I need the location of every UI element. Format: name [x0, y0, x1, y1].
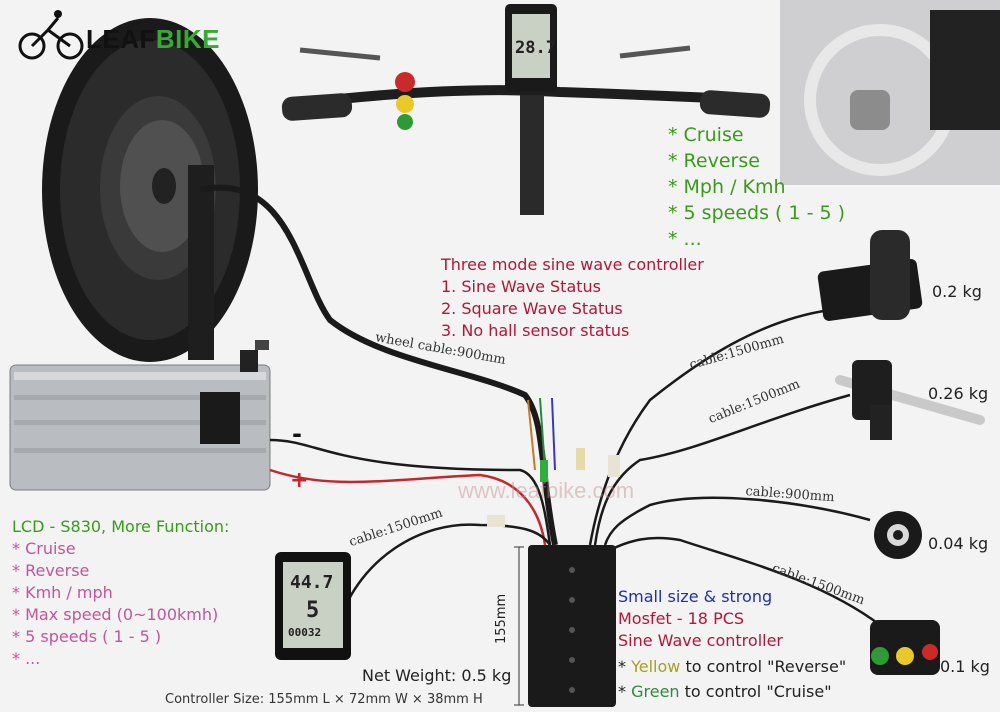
- control-switch: [870, 620, 940, 675]
- feature-item: * Cruise: [668, 124, 744, 146]
- controller-modes: Three mode sine wave controller 1. Sine …: [441, 254, 704, 342]
- controller-mode-item: 3. No hall sensor status: [441, 321, 630, 340]
- display-bottom-odo: 00032: [288, 626, 322, 639]
- feature-item: * Reverse: [668, 150, 760, 172]
- controller-info: Small size & strong Mosfet - 18 PCS Sine…: [618, 586, 783, 652]
- green-note-prefix: *: [618, 682, 632, 701]
- lcd-feature-item: * 5 speeds ( 1 - 5 ): [12, 627, 162, 646]
- controller-modes-title: Three mode sine wave controller: [441, 255, 704, 274]
- motor-stand: [188, 165, 214, 360]
- logo-part-2: BIKE: [155, 24, 221, 54]
- green-note: * Green to control "Cruise": [618, 682, 832, 701]
- display-bottom-speed: 44.7: [290, 572, 334, 593]
- green-note-rest: to control "Cruise": [679, 682, 832, 701]
- lcd-feature-item: * Reverse: [12, 561, 90, 580]
- throttle-weight: 0.2 kg: [932, 282, 982, 301]
- controller-box: [528, 545, 616, 707]
- display-top-speed: 28.7: [515, 38, 556, 58]
- bike-photo: [780, 0, 1000, 185]
- feature-item: * 5 speeds ( 1 - 5 ): [668, 202, 846, 224]
- logo-rider-icon: [18, 10, 84, 60]
- controller-mode-item: 2. Square Wave Status: [441, 299, 623, 318]
- controller-info-line1: Small size & strong: [618, 587, 773, 606]
- controller-info-line3: Sine Wave controller: [618, 631, 783, 650]
- display-bottom-gear: 5: [306, 598, 320, 623]
- yellow-note-rest: to control "Reverse": [680, 657, 847, 676]
- logo-wordmark: LEAFBIKE: [86, 24, 220, 55]
- battery-minus-label: -: [292, 420, 302, 448]
- lcd-features-title: LCD - S830, More Function:: [12, 517, 230, 536]
- lcd-feature-item: * Cruise: [12, 539, 76, 558]
- brake-lever: [835, 360, 985, 440]
- watermark-text: www.leafbike.com: [458, 478, 635, 503]
- pas-sensor: [874, 511, 922, 559]
- yellow-note: * Yellow to control "Reverse": [618, 657, 846, 676]
- battery-plus-label: +: [290, 468, 309, 493]
- feature-item: * ...: [668, 228, 702, 250]
- feature-item: * Mph / Kmh: [668, 176, 786, 198]
- cables: [199, 184, 881, 627]
- controller-mode-item: 1. Sine Wave Status: [441, 277, 602, 296]
- net-weight: Net Weight: 0.5 kg: [362, 666, 512, 685]
- lcd-feature-item: * ...: [12, 649, 41, 668]
- pas-weight: 0.04 kg: [928, 534, 989, 553]
- lcd-feature-item: * Max speed (0~100kmh): [12, 605, 219, 624]
- controller-info-line2: Mosfet - 18 PCS: [618, 609, 745, 628]
- lcd-feature-item: * Kmh / mph: [12, 583, 113, 602]
- dimension-line: [514, 546, 524, 706]
- features-right-list: * Cruise * Reverse * Mph / Kmh * 5 speed…: [668, 122, 845, 252]
- yellow-note-word: Yellow: [631, 657, 681, 676]
- dimension-label: 155mm: [494, 593, 509, 644]
- lcd-features: LCD - S830, More Function: * Cruise * Re…: [12, 516, 229, 670]
- green-note-word: Green: [631, 682, 680, 701]
- throttle-part: [817, 230, 923, 321]
- lcd-display-bottom: [275, 552, 351, 660]
- handlebar: [281, 4, 771, 215]
- logo-part-1: LEAF: [86, 24, 156, 54]
- controller-size: Controller Size: 155mm L × 72mm W × 38mm…: [165, 692, 483, 707]
- switch-weight: 0.1 kg: [940, 657, 990, 676]
- brake-weight: 0.26 kg: [928, 384, 989, 403]
- battery-pack: [9, 340, 271, 491]
- yellow-note-prefix: *: [618, 657, 632, 676]
